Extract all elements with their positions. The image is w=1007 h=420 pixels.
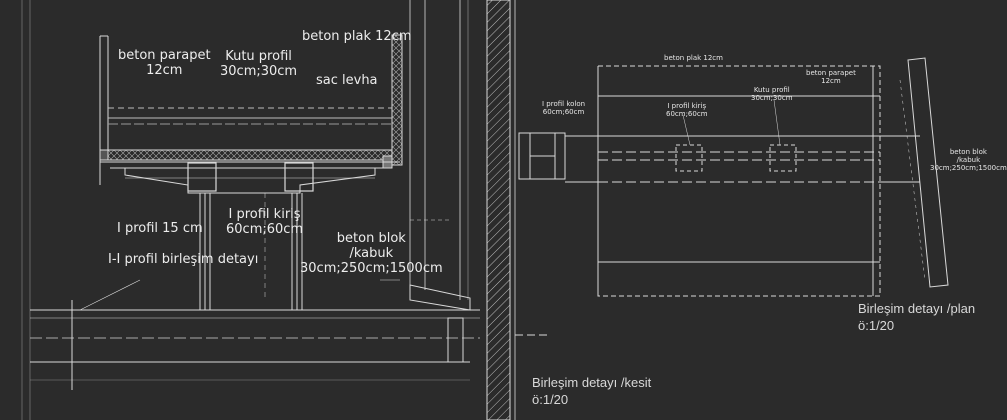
label-kutu-profil: Kutu profil 30cm;30cm — [220, 49, 298, 79]
plan-label-beton-blok: beton blok /kabuk 30cm;250cm;1500cm — [930, 148, 1007, 173]
label-i-profil-15: I profil 15 cm — [117, 221, 203, 236]
plan-label-kutu-profil: Kutu profil 30cm;30cm — [751, 86, 793, 103]
label-birlesim-detayi: I-I profil birleşim detayı — [108, 252, 259, 267]
label-beton-parapet: beton parapet 12cm — [118, 48, 211, 78]
section-scale: ö:1/20 — [532, 392, 569, 407]
plan-title: Birleşim detayı /plan — [858, 301, 976, 316]
section-title: Birleşim detayı /kesit — [532, 375, 652, 390]
plan-label-i-profil-kolon: I profil kolon 60cm;60cm — [542, 100, 586, 117]
plan-label-i-profil-kiris: I profil kiriş 60cm;60cm — [666, 102, 708, 119]
label-beton-blok: beton blok /kabuk 30cm;250cm;1500cm — [300, 231, 443, 276]
plan-label-beton-plak: beton plak 12cm — [664, 54, 723, 62]
label-beton-plak: beton plak 12cm — [302, 29, 412, 44]
plan-drawing — [518, 57, 949, 297]
section-drawing — [21, 0, 550, 420]
plan-label-beton-parapet: beton parapet 12cm — [806, 69, 856, 86]
label-i-profil-kiris: I profil kiriş 60cm;60cm — [226, 207, 304, 237]
label-sac-levha: sac levha — [316, 73, 378, 88]
plan-scale: ö:1/20 — [858, 318, 895, 333]
